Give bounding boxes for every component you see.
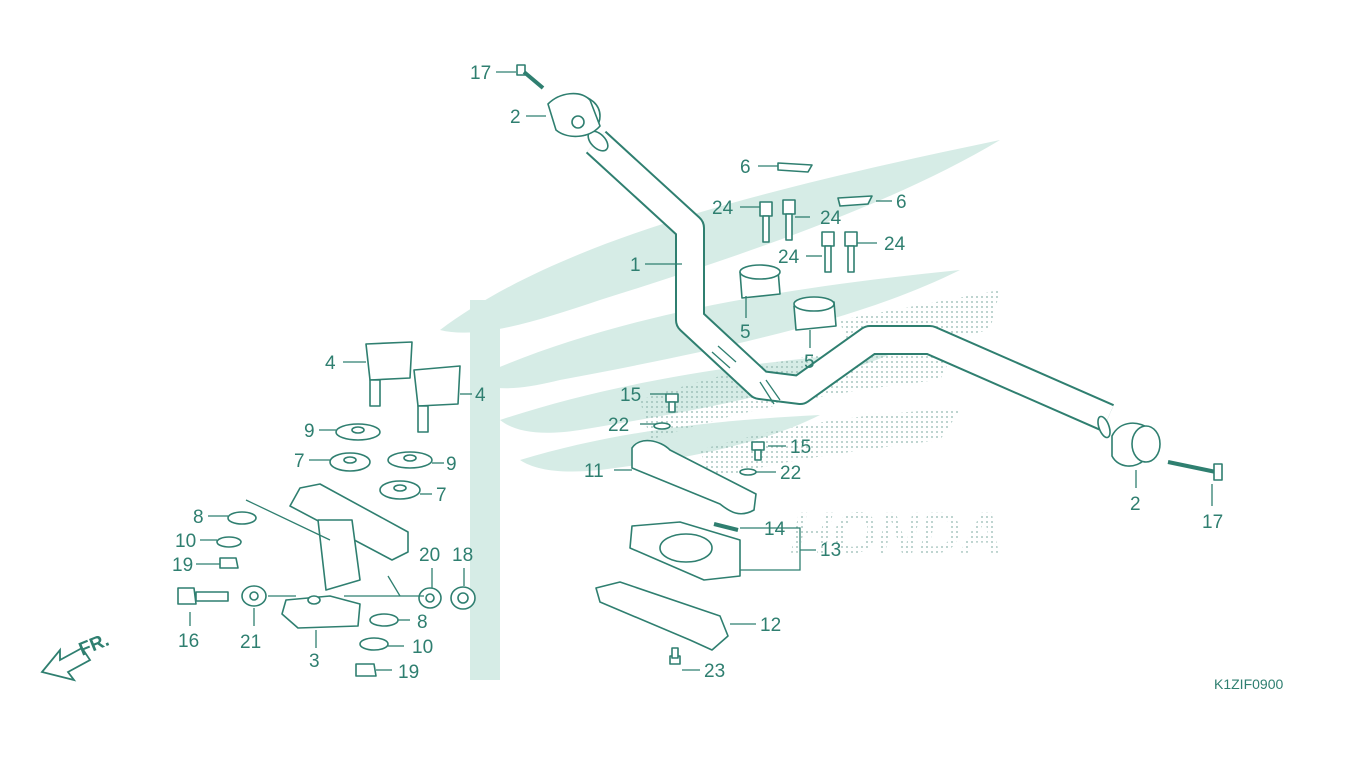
rubber-9-b (387, 451, 433, 469)
front-direction-label: FR. (76, 630, 112, 661)
callout-24-d: 24 (884, 234, 906, 255)
callout-7-a: 7 (294, 451, 305, 472)
screw-17-right (1167, 460, 1223, 481)
bolt-24-d (844, 231, 858, 273)
callout-13: 13 (820, 540, 841, 561)
bar-end-weight-left (547, 92, 601, 138)
bolt-16 (177, 587, 229, 605)
washer-18 (450, 586, 476, 610)
callout-10-b: 10 (412, 637, 433, 658)
clip-6-top (777, 162, 813, 173)
lower-holder-4-b (413, 365, 461, 433)
callout-15-b: 15 (790, 437, 811, 458)
callout-9-a: 9 (304, 421, 315, 442)
callout-6-b: 6 (896, 192, 907, 213)
callout-8-b: 8 (417, 612, 428, 633)
handlebar (585, 130, 1115, 439)
rubber-7-b (379, 480, 421, 500)
callout-4-b: 4 (475, 385, 486, 406)
callout-22-a: 22 (608, 415, 629, 436)
callout-11: 11 (584, 461, 604, 482)
callout-8-a: 8 (193, 507, 204, 528)
washer-8-a (227, 511, 257, 525)
lower-holder-4-a (365, 341, 413, 407)
callout-21: 21 (240, 632, 261, 653)
front-direction-arrow: FR. (40, 630, 112, 682)
screw-23 (669, 647, 681, 665)
washer-10-a (216, 536, 242, 548)
callout-24-a: 24 (712, 198, 734, 219)
callout-15-a: 15 (620, 385, 641, 406)
callout-16: 16 (178, 631, 199, 652)
callout-22-b: 22 (780, 463, 801, 484)
washer-22-b (739, 468, 757, 476)
washer-8-b (369, 613, 399, 627)
holder-13 (629, 521, 741, 581)
bolt-24-b (782, 199, 796, 241)
diagram-code: K1ZIF0900 (1214, 676, 1283, 692)
callout-20: 20 (419, 545, 440, 566)
upper-holder-5-a (739, 264, 781, 299)
callout-5-b: 5 (804, 352, 815, 373)
callout-10-a: 10 (175, 531, 196, 552)
callout-23: 23 (704, 661, 725, 682)
callout-7-b: 7 (436, 485, 447, 506)
callout-17-right: 17 (1202, 512, 1223, 533)
clip-6-right (837, 195, 873, 207)
callout-labels: 1 2 2 3 4 4 5 5 6 6 7 7 8 8 9 9 10 10 11… (172, 63, 1223, 683)
callout-6-a: 6 (740, 157, 751, 178)
rubber-7-a (329, 452, 371, 472)
bolt-24-a (759, 201, 773, 243)
nut-19-a (219, 557, 239, 569)
washer-21 (241, 585, 267, 607)
washer-22-a (653, 422, 671, 430)
callout-24-b: 24 (820, 208, 842, 229)
pin-14 (713, 522, 739, 532)
cover-12 (595, 581, 729, 651)
bolt-24-c (821, 231, 835, 273)
callout-18: 18 (452, 545, 473, 566)
callout-24-c: 24 (778, 247, 800, 268)
callout-4-a: 4 (325, 353, 336, 374)
callout-2-right: 2 (1130, 494, 1141, 515)
callout-19-b: 19 (398, 662, 419, 683)
screw-15-a (665, 393, 679, 413)
callout-9-b: 9 (446, 454, 457, 475)
rubber-9-a (335, 423, 381, 441)
screw-17-left (516, 64, 545, 90)
callout-17-left: 17 (470, 63, 491, 84)
callout-2-left: 2 (510, 107, 521, 128)
cover-11 (631, 439, 757, 515)
callout-1: 1 (630, 255, 641, 276)
watermark-text: HONDA (790, 501, 1003, 566)
callout-12: 12 (760, 615, 781, 636)
callout-3: 3 (309, 651, 320, 672)
callout-19-a: 19 (172, 555, 193, 576)
upper-holder-5-b (793, 296, 837, 331)
washer-10-b (359, 637, 389, 651)
callout-5-a: 5 (740, 322, 751, 343)
callout-14: 14 (764, 519, 786, 540)
screw-15-b (751, 441, 765, 461)
bracket-3 (281, 483, 409, 629)
leader-lines (189, 71, 1213, 671)
honda-wing-watermark: HONDA (440, 140, 1003, 680)
nut-19-b (355, 663, 377, 677)
bar-end-weight-right (1111, 422, 1161, 467)
collar-20 (418, 587, 442, 609)
